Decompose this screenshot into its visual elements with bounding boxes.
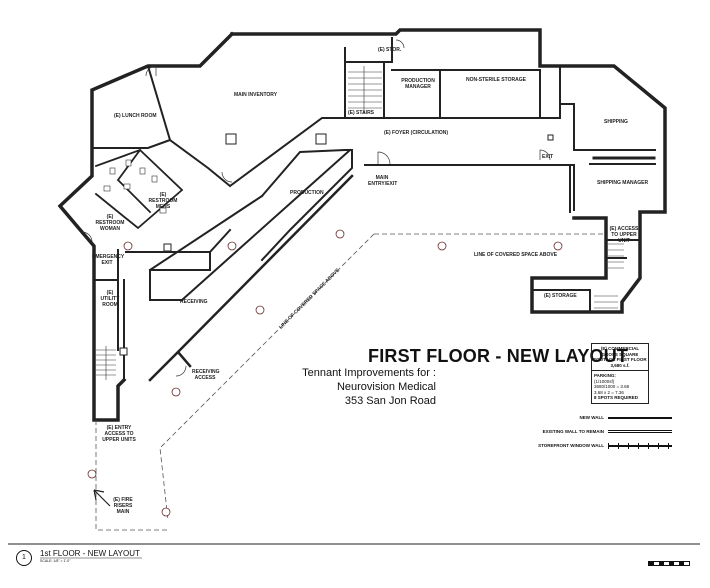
light-fixture: [227, 241, 237, 251]
door-swing-inventory: [221, 171, 233, 183]
label-entry-access-upper: (E) ENTRY ACCESS TO UPPER UNITS: [102, 425, 136, 443]
fire-riser-arrow-icon: [93, 489, 111, 507]
label-storage-right: (E) STORAGE: [544, 293, 577, 299]
label-foyer: (E) FOYER (CIRCULATION): [384, 130, 449, 136]
wall-inventory-lower: [168, 117, 346, 188]
parking-info: PARKING: (1/1000sf) 3680/1000 = 3.68 3.6…: [592, 371, 648, 403]
door-swing-main-entry: [377, 151, 391, 165]
label-receiving: RECEIVING: [180, 299, 208, 305]
toilet-fixture: [139, 167, 146, 175]
light-fixture: [123, 241, 133, 251]
legend-swatch-solid: [608, 417, 672, 419]
door-swing-receiving: [175, 365, 187, 377]
parking-spots-required: 8 SPOTS REQUIRED: [594, 395, 639, 400]
label-shipping-manager: SHIPPING MANAGER: [597, 180, 649, 186]
stairs-left-treads: [96, 346, 116, 380]
covered-space-line: [95, 233, 604, 531]
label-restroom-woman: (E) RESTROOM WOMAN: [95, 214, 125, 232]
wall-receiving-diagonal: [148, 174, 354, 382]
column: [119, 347, 128, 356]
wall-production-lower: [148, 148, 352, 301]
square-footage-header: (E) COMMERCIAL GROSS SQUARE FOOTAGE FIRS…: [592, 344, 648, 371]
label-emergency-exit: EMERGENCY EXIT: [92, 254, 125, 266]
stairs-top-treads: [348, 66, 382, 114]
subtitle-line-3: 353 San Jon Road: [344, 395, 436, 407]
toilet-fixture: [125, 159, 132, 167]
drawing-title: FIRST FLOOR - NEW LAYOUT: [368, 346, 629, 366]
legend-swatch-storefront: [608, 443, 672, 449]
legend-label: STOREFRONT WINDOW WALL: [538, 443, 604, 448]
sink-fixture: [159, 207, 167, 214]
stairs-right-treads: [594, 243, 624, 309]
door-swing-emergency: [81, 231, 93, 243]
door-swing-stor: [395, 39, 405, 49]
label-storage-top: (E) STOR.: [378, 47, 402, 53]
legend-storefront-wall: STOREFRONT WINDOW WALL: [526, 443, 676, 449]
wall-storage-right: [531, 239, 641, 313]
column: [163, 243, 172, 252]
legend-existing-wall: EXISTING WALL TO REMAIN: [526, 429, 676, 435]
label-fire-risers: (E) FIRE RISERS MAIN: [113, 497, 133, 515]
light-fixture: [171, 387, 181, 397]
sink-fixture: [123, 183, 131, 190]
legend-swatch-double: [608, 430, 672, 433]
column: [225, 133, 237, 145]
label-stairs: (E) STAIRS: [348, 110, 375, 116]
label-covered-space-above: LINE OF COVERED SPACE ABOVE: [474, 252, 558, 258]
exterior-wall-left: [57, 31, 235, 422]
light-fixture: [161, 507, 171, 517]
parking-line: (1/1000sf): [594, 378, 615, 384]
sink-fixture: [103, 185, 111, 192]
parking-line: 3.68 x 2 = 7.36: [594, 389, 624, 395]
label-receiving-access: RECEIVING ACCESS: [192, 369, 220, 381]
door-swing-exit: [539, 149, 551, 161]
label-production-manager: PRODUCTION MANAGER: [401, 78, 435, 90]
light-fixture: [437, 241, 447, 251]
sheet-title: 1st FLOOR - NEW LAYOUT: [40, 549, 140, 558]
light-fixture: [335, 229, 345, 239]
toilet-fixture: [109, 167, 116, 175]
subtitle-line-1: Tennant Improvements for :: [302, 367, 436, 379]
column: [547, 134, 554, 141]
wall-receiving: [125, 228, 232, 271]
legend-label: EXISTING WALL TO REMAIN: [542, 429, 604, 434]
door-swing-lunch: [145, 65, 157, 77]
label-production: PRODUCTION: [290, 190, 324, 196]
label-lunch-room: (E) LUNCH ROOM: [114, 113, 157, 119]
parking-line: 3680/1000 = 3.68: [594, 384, 630, 389]
toilet-fixture: [151, 175, 158, 183]
sheet-scale: SCALE: 1/8" = 1'-0": [40, 559, 71, 563]
wall-storefront-bottom: [364, 164, 575, 213]
column: [315, 133, 327, 145]
legend-label: NEW WALL: [579, 415, 605, 420]
square-footage-box: (E) COMMERCIAL GROSS SQUARE FOOTAGE FIRS…: [591, 343, 649, 404]
parking-label: PARKING:: [594, 373, 616, 378]
exterior-wall-outline: [230, 28, 667, 314]
light-fixture: [87, 469, 97, 479]
wall-foyer: [344, 69, 575, 151]
label-access-upper-unit: (E) ACCESS TO UPPER UNIT: [609, 226, 639, 244]
wall-production-upper: [260, 149, 353, 262]
legend-new-wall: NEW WALL: [526, 415, 676, 421]
wall-shipping: [559, 65, 656, 165]
label-utility-room: (E) UTILITY ROOM: [100, 290, 120, 308]
interior-wall-left-column: [93, 249, 125, 381]
label-non-sterile-storage: NON-STERILE STORAGE: [466, 77, 526, 83]
label-shipping: SHIPPING: [604, 119, 628, 125]
label-restroom-mens: (E) RESTROOM MENS: [148, 192, 178, 210]
sheet-number-badge: 1: [16, 550, 32, 566]
label-exit: EXIT: [542, 154, 554, 160]
graphic-scale-bar: [648, 561, 690, 566]
subtitle-line-2: Neurovision Medical: [336, 381, 436, 393]
light-fixture: [553, 241, 563, 251]
wall-lunch-room: [91, 64, 172, 149]
label-main-entry: MAIN ENTRY/EXIT: [368, 175, 398, 187]
label-main-inventory: MAIN INVENTORY: [234, 92, 278, 98]
light-fixture: [255, 305, 265, 315]
